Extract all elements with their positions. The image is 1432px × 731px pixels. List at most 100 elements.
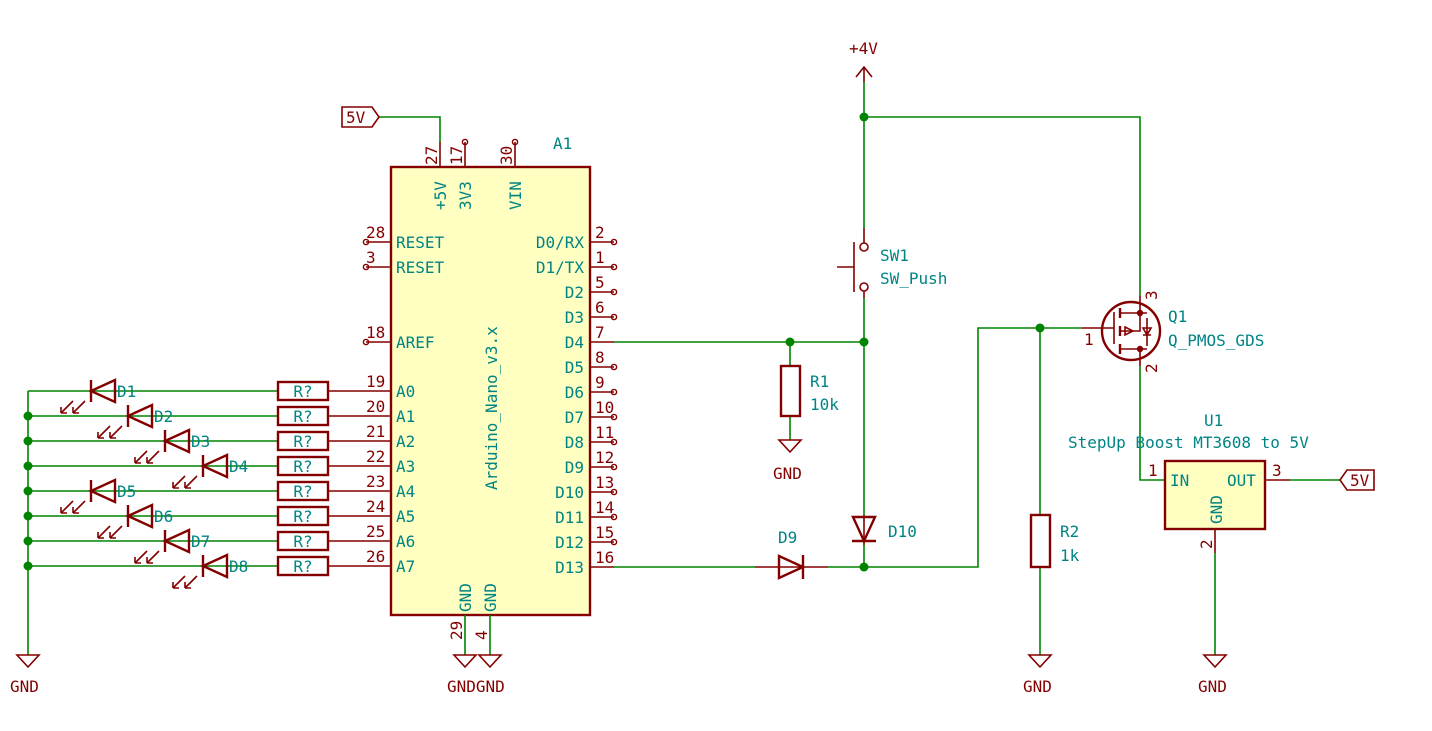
nano-left-pin-name: A6 xyxy=(396,532,415,551)
nano-right-pin-name: D1/TX xyxy=(536,258,585,277)
gnd-r1: GND xyxy=(773,439,803,483)
led-row: R? D1 xyxy=(28,378,352,414)
led-ref: D3 xyxy=(191,432,210,451)
d9-diode: D9 xyxy=(755,528,828,580)
nano-pin-nc-circle xyxy=(362,263,370,271)
nano-value: Arduino_Nano_v3.x xyxy=(482,326,501,490)
led-triangle xyxy=(162,528,191,554)
led-light-arrow xyxy=(134,450,148,464)
led-light-arrow xyxy=(97,525,111,539)
led-ref: D1 xyxy=(117,382,136,401)
d10-diode: D10 xyxy=(851,515,917,545)
nano-left-pin-name: RESET xyxy=(396,233,445,252)
nano-left-pin-name: A3 xyxy=(396,457,415,476)
led-triangle xyxy=(200,553,229,579)
led-resistor-value: R? xyxy=(293,532,312,551)
nano-bottom-pin-name: GND xyxy=(481,583,500,612)
led-resistor-value: R? xyxy=(293,382,312,401)
nano-right-pin-num: 9 xyxy=(595,373,605,392)
nano-left-pin-num: 23 xyxy=(366,472,385,491)
nano-pin-nc-circle xyxy=(610,363,618,371)
led-light-arrow xyxy=(146,450,160,464)
nano-pin-nc-circle xyxy=(610,288,618,296)
led-light-arrow xyxy=(109,425,123,439)
r1-resistor: R1 10k xyxy=(779,364,839,418)
q1-pin-drain: 2 xyxy=(1142,363,1161,373)
led-row: R?D3 xyxy=(28,428,352,464)
led-resistor-value: R? xyxy=(293,507,312,526)
d9-ref: D9 xyxy=(778,528,797,547)
q1-pin-gate: 1 xyxy=(1084,330,1094,349)
nano-left-pin-num: 19 xyxy=(366,372,385,391)
nano-pin-nc-circle xyxy=(511,138,519,146)
nano-right-pin-num: 16 xyxy=(595,548,614,567)
nano-pins: 28RESET3RESET18AREF19A020A121A222A323A42… xyxy=(352,138,618,640)
nano-right-pin-name: D8 xyxy=(565,433,584,452)
nano-left-pin-num: 18 xyxy=(366,323,385,342)
junction xyxy=(859,562,869,572)
arduino-nano: A1 Arduino_Nano_v3.x 28RESET3RESET18AREF… xyxy=(352,134,618,640)
led-light-arrow xyxy=(60,500,74,514)
nano-right-pin-num: 1 xyxy=(595,248,605,267)
sw1-value: SW_Push xyxy=(880,269,947,288)
nano-left-pin-num: 21 xyxy=(366,422,385,441)
led-triangle xyxy=(162,428,191,454)
nano-right-pin-name: D0/RX xyxy=(536,233,585,252)
led-light-arrow xyxy=(72,500,86,514)
nano-top-pin-num: 17 xyxy=(447,146,466,165)
nano-right-pin-name: D12 xyxy=(555,533,584,552)
nano-right-pin-num: 5 xyxy=(595,273,605,292)
nano-right-pin-num: 8 xyxy=(595,348,605,367)
nano-top-pin-num: 27 xyxy=(422,146,441,165)
gnd-r1-label: GND xyxy=(773,464,802,483)
nano-pin-nc-circle xyxy=(362,338,370,346)
led-triangle xyxy=(88,378,117,404)
r1-ref: R1 xyxy=(810,372,829,391)
nano-right-pin-num: 12 xyxy=(595,448,614,467)
nano-right-pin-name: D7 xyxy=(565,408,584,427)
led-triangle xyxy=(88,478,117,504)
ground-symbols: GND GNDGND GND GND GND xyxy=(10,439,1228,696)
u1-boost-converter: U1 StepUp Boost MT3608 to 5V 1 IN 3 OUT … xyxy=(1068,411,1309,553)
led-rows: R?D1R?D2R?D3R?D4R?D5R?D6R?D7R?D8 xyxy=(28,378,352,589)
nano-left-pin-name: A7 xyxy=(396,557,415,576)
nano-left-pin-name: AREF xyxy=(396,333,435,352)
nano-top-pin-name: 3V3 xyxy=(456,181,475,210)
led-ref: D4 xyxy=(229,457,248,476)
r2-value: 1k xyxy=(1060,546,1080,565)
led-light-arrow xyxy=(97,425,111,439)
nano-left-pin-num: 28 xyxy=(366,223,385,242)
netlabel-5v-left-text: 5V xyxy=(346,108,366,127)
nano-right-pin-name: D4 xyxy=(565,333,584,352)
nano-right-pin-name: D13 xyxy=(555,558,584,577)
nano-top-pin-num: 30 xyxy=(497,146,516,165)
gnd-u1: GND xyxy=(1198,654,1228,696)
led-triangle xyxy=(125,403,154,429)
led-light-arrow xyxy=(184,475,198,489)
q1-pmos: 1 2 3 Q1 Q_PMOS_GDS xyxy=(1082,290,1264,373)
led-row: R?D2 xyxy=(28,403,352,439)
nano-pin-nc-circle xyxy=(610,538,618,546)
led-ref: D2 xyxy=(154,407,173,426)
led-light-arrow xyxy=(146,550,160,564)
r1-value: 10k xyxy=(810,395,839,414)
nano-ref: A1 xyxy=(553,134,572,153)
nano-right-pin-name: D9 xyxy=(565,458,584,477)
led-light-arrow xyxy=(172,575,186,589)
nano-left-pin-num: 24 xyxy=(366,497,385,516)
nano-right-pin-name: D3 xyxy=(565,308,584,327)
nano-top-pin-name: VIN xyxy=(506,181,525,210)
led-row: R?D4 xyxy=(28,453,352,489)
sw1-pushbutton: SW1 SW_Push xyxy=(837,228,947,298)
junction xyxy=(1035,323,1045,333)
led-light-arrow xyxy=(172,475,186,489)
nano-right-pin-num: 2 xyxy=(595,223,605,242)
nano-right-pin-num: 15 xyxy=(595,523,614,542)
nano-top-pin-name: +5V xyxy=(431,181,450,210)
u1-pin-gnd-num: 2 xyxy=(1197,539,1216,549)
nano-pin-nc-circle xyxy=(610,388,618,396)
nano-right-pin-num: 14 xyxy=(595,498,614,517)
nano-right-pin-num: 13 xyxy=(595,473,614,492)
nano-bottom-pin-name: GND xyxy=(456,583,475,612)
nano-left-pin-num: 22 xyxy=(366,447,385,466)
